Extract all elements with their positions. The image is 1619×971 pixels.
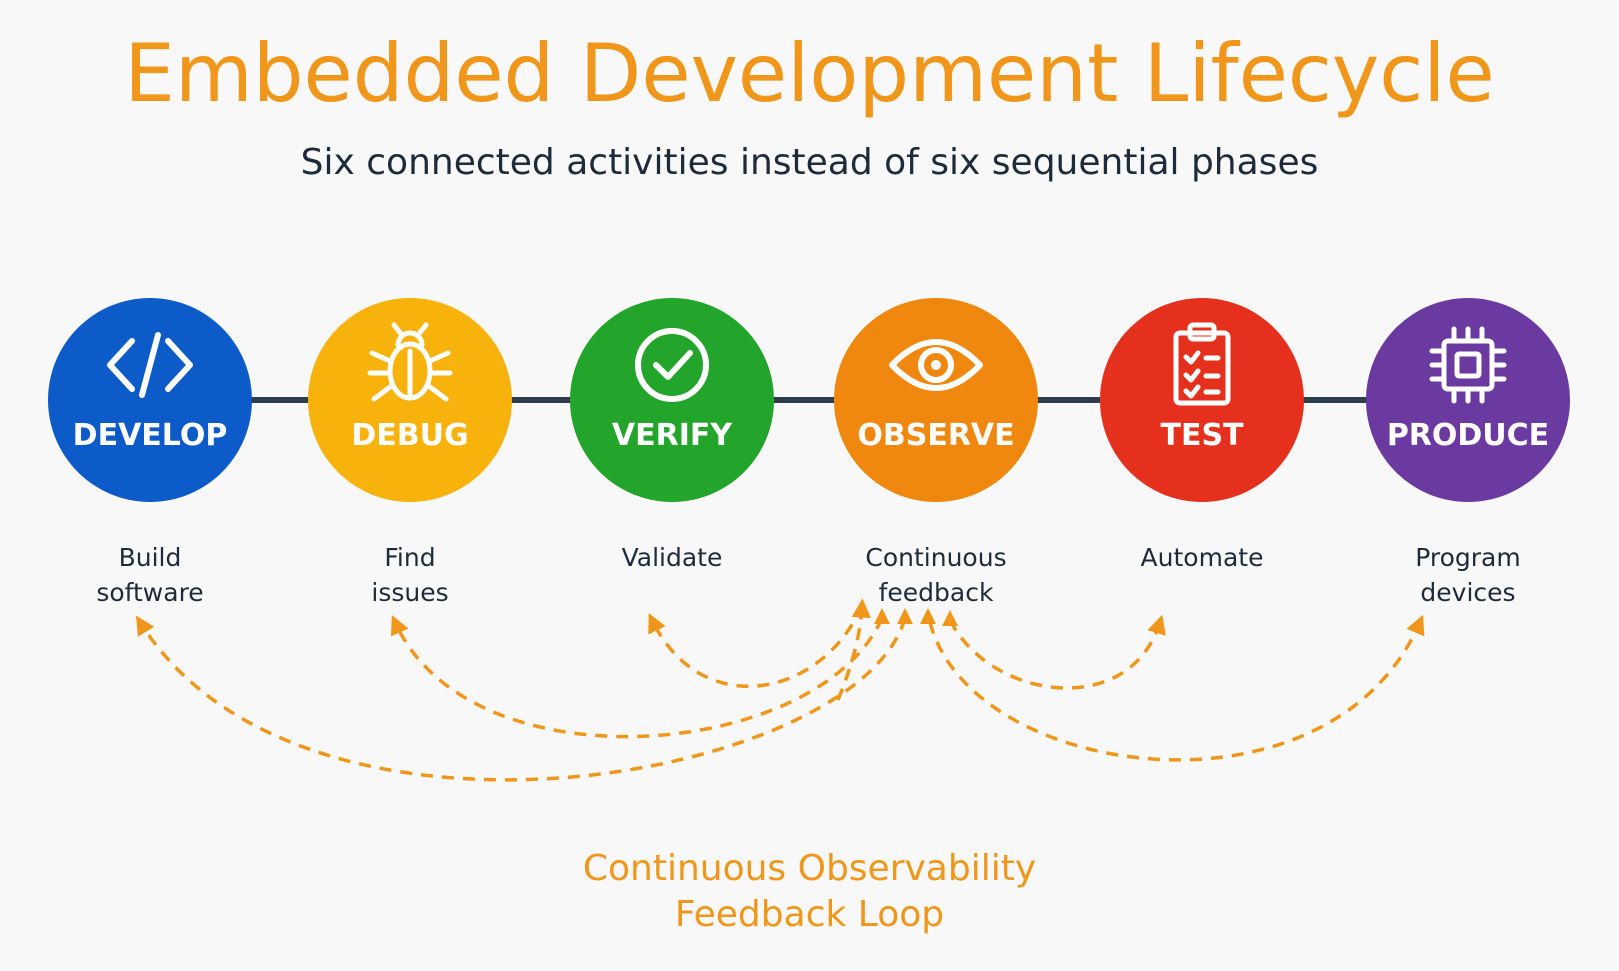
stage-produce-description: Program devices (1348, 540, 1588, 610)
feedback-origin-arrowhead (920, 608, 936, 624)
stage-test-description-line: Automate (1140, 543, 1264, 572)
stage-develop-description: Build software (30, 540, 270, 610)
stage-develop-circle (48, 298, 252, 502)
code-icon (107, 332, 193, 398)
stage-debug-description-line: issues (371, 578, 449, 607)
stage-test: TEST (1100, 298, 1304, 502)
stage-test-description: Automate (1082, 540, 1322, 575)
stage-verify-description-line: Validate (621, 543, 723, 572)
stage-debug: DEBUG (308, 298, 512, 502)
arrow-to-debug (390, 614, 884, 739)
bug-icon (367, 322, 453, 402)
feedback-loop-label-line-1: Continuous Observability (582, 848, 1037, 889)
stage-develop: DEVELOP (48, 298, 252, 502)
stage-debug-description-line: Find (384, 543, 436, 572)
feedback-origin-arrowhead (897, 608, 913, 624)
page-title: Embedded Development Lifecycle (124, 27, 1495, 120)
arrow-to-develop (135, 615, 907, 782)
stage-test-circle (1100, 298, 1304, 502)
stage-verify: VERIFY (570, 298, 774, 502)
arrow-to-observe (836, 598, 871, 701)
stage-observe-description-line: Continuous (865, 543, 1007, 572)
stage-produce-description-line: devices (1420, 578, 1516, 607)
stage-produce-label: PRODUCE (1387, 418, 1549, 453)
eye-icon (889, 339, 983, 391)
stage-verify-description: Validate (552, 540, 792, 575)
chip-icon (1429, 326, 1507, 404)
feedback-loop-label-line-2: Feedback Loop (674, 894, 945, 935)
stage-test-label: TEST (1160, 418, 1244, 453)
stage-nodes: DEVELOP DEBUG VERIFY OBSERVE TEST PRODUCE (48, 298, 1570, 502)
stage-produce: PRODUCE (1366, 298, 1570, 502)
page-subtitle: Six connected activities instead of six … (300, 142, 1319, 183)
stage-observe-circle (834, 298, 1038, 502)
stage-debug-description: Find issues (290, 540, 530, 610)
feedback-origin-arrowhead (874, 608, 890, 624)
check-circle-icon (635, 328, 709, 402)
stage-develop-label: DEVELOP (73, 418, 228, 453)
stage-observe-label: OBSERVE (857, 418, 1014, 453)
feedback-origin-arrowhead (942, 610, 958, 626)
stage-develop-description-line: Build (118, 543, 182, 572)
clipboard-checklist-icon (1173, 322, 1231, 406)
stage-observe: OBSERVE (834, 298, 1038, 502)
feedback-arrows (135, 598, 1425, 782)
stage-develop-description-line: software (96, 578, 204, 607)
stage-observe-description: Continuous feedback (816, 540, 1056, 610)
stage-produce-description-line: Program (1415, 543, 1521, 572)
arrow-to-verify (648, 605, 864, 688)
stage-verify-label: VERIFY (612, 418, 733, 453)
stage-observe-description-line: feedback (878, 578, 994, 607)
arrow-to-test (948, 614, 1166, 690)
feedback-loop-label: Continuous Observability Feedback Loop (0, 846, 1619, 938)
arrow-to-produce (928, 614, 1425, 762)
stage-debug-label: DEBUG (351, 418, 468, 453)
